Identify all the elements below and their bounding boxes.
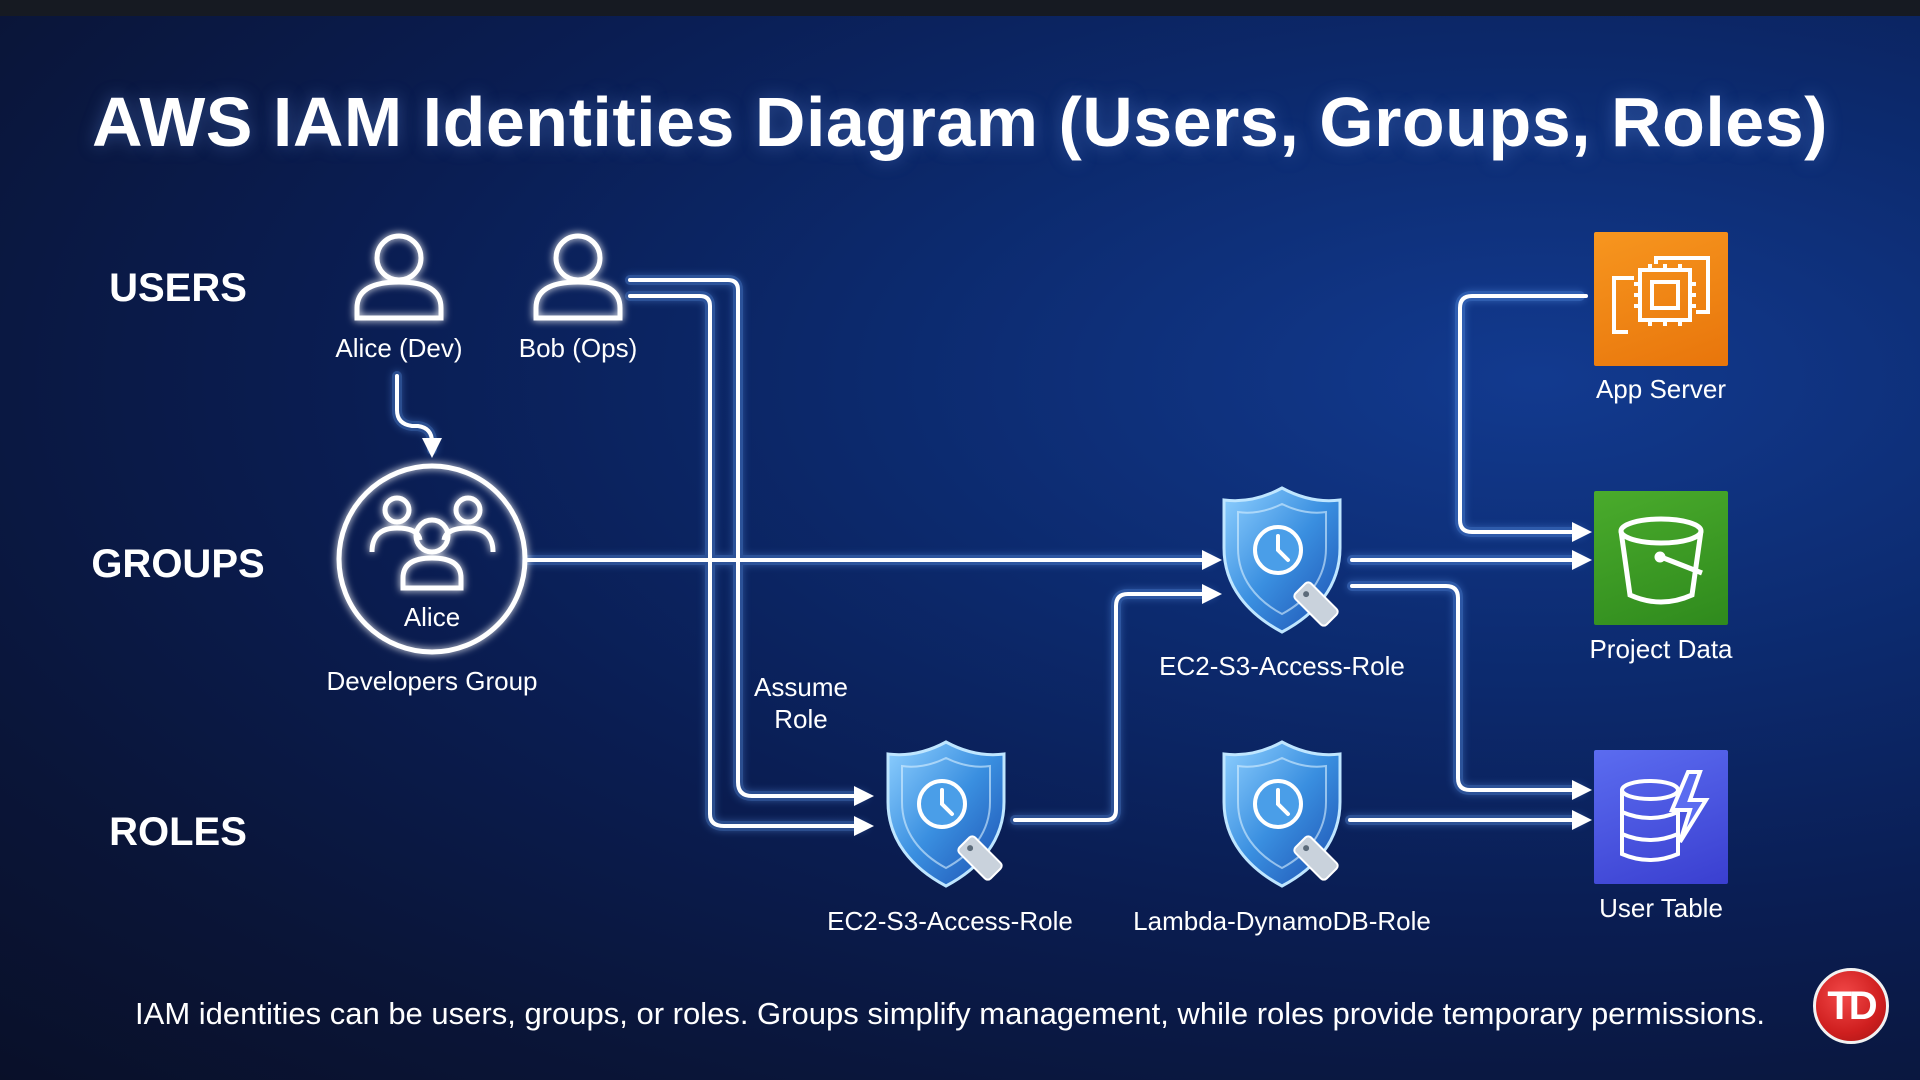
role-label-bob-ec2-s3: EC2-S3-Access-Role [827,906,1073,936]
row-label-users: USERS [109,266,247,310]
app-server-label: App Server [1595,374,1727,404]
user-icon [354,233,444,321]
caption-text: IAM identities can be users, groups, or … [135,996,1765,1031]
logo-text: TD [1827,984,1877,1028]
project-data-tile[interactable] [1594,491,1728,625]
group-icon [336,463,528,655]
ec2-chip-icon [1612,256,1710,334]
app-server-tile[interactable] [1594,232,1728,366]
row-label-roles: ROLES [109,810,247,854]
channel-logo: TD [1813,968,1889,1044]
user-icon [533,233,623,321]
user-label-bob: Bob (Ops) [518,333,638,363]
row-label-groups: GROUPS [91,542,265,586]
group-label: Developers Group [326,666,538,696]
group-member-label: Alice [403,602,461,632]
connector-bob-to-role-a [628,278,874,806]
shield-clock-icon [886,740,1006,888]
assume-role-line-2: Role [774,704,828,734]
dynamodb-icon [1620,770,1710,862]
shield-clock-icon [1222,486,1342,634]
connectors [392,275,1592,836]
connector-app-server-link [1458,294,1592,542]
user-label-alice: Alice (Dev) [335,333,463,363]
connector-role-to-user-table [1350,584,1592,800]
role-label-group-ec2-s3: EC2-S3-Access-Role [1159,651,1405,681]
role-label-lambda-dynamodb: Lambda-DynamoDB-Role [1133,906,1431,936]
user-table-tile[interactable] [1594,750,1728,884]
user-table-label: User Table [1599,893,1723,923]
connector-alice-to-group [395,374,442,458]
shield-clock-icon [1222,740,1342,888]
s3-bucket-icon [1618,516,1704,605]
project-data-label: Project Data [1589,634,1733,664]
connector-role-to-group-role [1013,584,1222,822]
assume-role-line-1: Assume [754,672,848,702]
page-title: AWS IAM Identities Diagram (Users, Group… [92,83,1828,161]
window-top-bar [0,0,1920,16]
